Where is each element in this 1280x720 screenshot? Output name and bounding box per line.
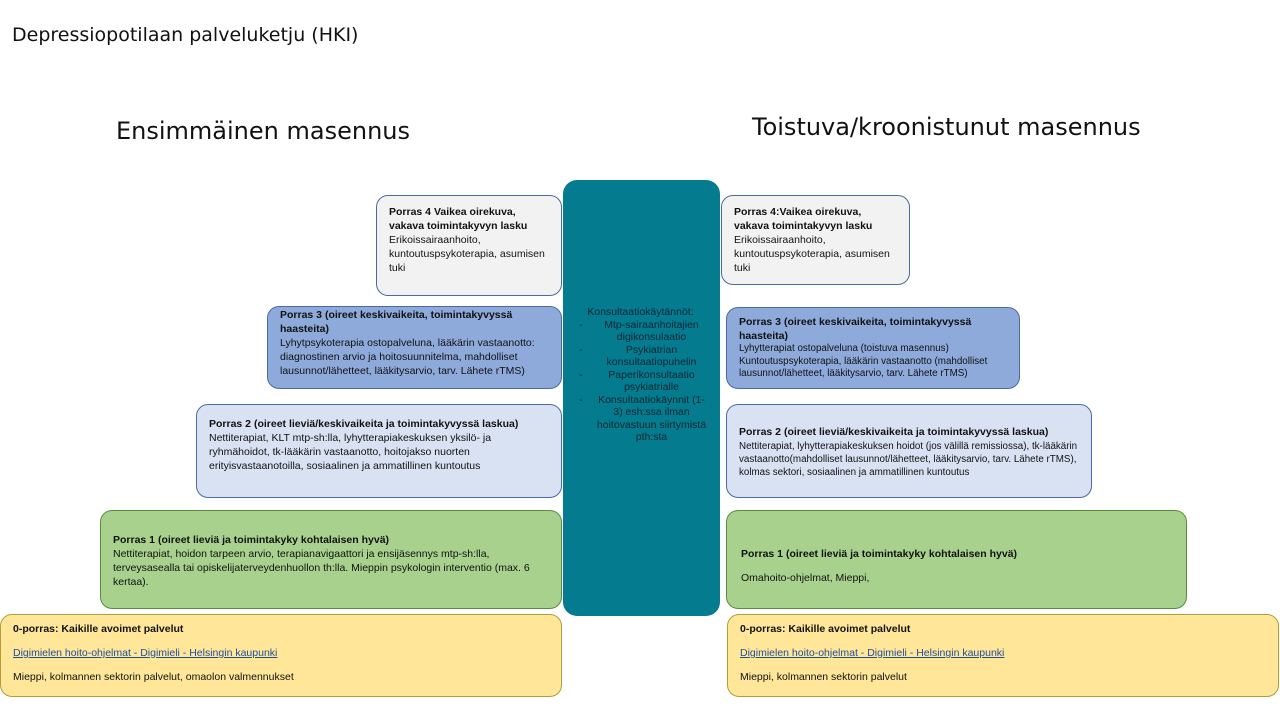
right-digimieli-link[interactable]: Digimielen hoito-ohjelmat - Digimieli - … xyxy=(740,647,1005,659)
right-porras-0-body: Mieppi, kolmannen sektorin palvelut xyxy=(740,671,907,683)
left-porras-4-header: Porras 4 Vaikea oirekuva, vakava toimint… xyxy=(389,206,528,232)
left-porras-1-box: Porras 1 (oireet lieviä ja toimintakyky … xyxy=(100,510,562,609)
right-porras-4-box: Porras 4:Vaikea oirekuva, vakava toimint… xyxy=(721,195,910,285)
right-porras-0-box: 0-porras: Kaikille avoimet palvelut Digi… xyxy=(727,614,1279,697)
left-porras-0-box: 0-porras: Kaikille avoimet palvelut Digi… xyxy=(0,614,562,697)
left-porras-2-box: Porras 2 (oireet lieviä/keskivaikeita ja… xyxy=(196,404,562,498)
right-porras-1-body: Omahoito-ohjelmat, Mieppi, xyxy=(741,572,870,584)
left-porras-2-header: Porras 2 (oireet lieviä/keskivaikeita ja… xyxy=(209,418,519,430)
right-porras-2-header: Porras 2 (oireet lieviä/keskivaikeita ja… xyxy=(739,426,1049,438)
left-porras-4-body: Erikoissairaanhoito, kuntoutuspsykoterap… xyxy=(389,234,545,274)
consultation-item: Paperikonsultaatio psykiatrialle xyxy=(573,369,714,394)
right-porras-1-box: Porras 1 (oireet lieviä ja toimintakyky … xyxy=(726,510,1187,609)
right-porras-4-header: Porras 4:Vaikea oirekuva, vakava toimint… xyxy=(734,206,873,232)
right-porras-0-header: 0-porras: Kaikille avoimet palvelut xyxy=(740,623,911,635)
left-porras-3-header: Porras 3 (oireet keskivaikeita, toiminta… xyxy=(280,309,513,335)
right-porras-3-line1: Lyhytterapiat ostopalveluna (toistuva ma… xyxy=(739,343,949,354)
left-porras-0-body: Mieppi, kolmannen sektorin palvelut, oma… xyxy=(13,671,294,683)
left-porras-1-header: Porras 1 (oireet lieviä ja toimintakyky … xyxy=(113,534,390,546)
left-digimieli-link[interactable]: Digimielen hoito-ohjelmat - Digimieli - … xyxy=(13,647,278,659)
left-porras-0-header: 0-porras: Kaikille avoimet palvelut xyxy=(13,623,184,635)
consultation-item: Psykiatrian konsultaatiopuhelin xyxy=(573,344,714,369)
left-heading: Ensimmäinen masennus xyxy=(116,117,410,145)
right-porras-1-header: Porras 1 (oireet lieviä ja toimintakyky … xyxy=(741,548,1018,560)
left-porras-1-body: Nettiterapiat, hoidon tarpeen arvio, ter… xyxy=(113,548,530,588)
consultation-item: Konsultaatiokäynnit (1-3) esh:ssa ilman … xyxy=(573,394,714,444)
right-porras-2-body: Nettiterapiat, lyhytterapiakeskuksen hoi… xyxy=(739,441,1078,478)
left-porras-3-body: Lyhytpsykoterapia ostopalveluna, lääkäri… xyxy=(280,337,535,377)
left-porras-4-box: Porras 4 Vaikea oirekuva, vakava toimint… xyxy=(376,195,562,296)
left-porras-3-box: Porras 3 (oireet keskivaikeita, toiminta… xyxy=(267,306,562,389)
consultation-item: Mtp-sairaanhoitajien digikonsulaatio xyxy=(573,319,714,344)
consultation-column: Konsultaatiokäytännöt: Mtp-sairaanhoitaj… xyxy=(563,180,720,616)
right-porras-3-body: Kuntoutuspsykoterapia, lääkärin vastaano… xyxy=(739,355,988,380)
right-porras-3-header: Porras 3 (oireet keskivaikeita, toiminta… xyxy=(739,316,972,342)
left-porras-2-body: Nettiterapiat, KLT mtp-sh:lla, lyhyttera… xyxy=(209,432,492,472)
right-porras-4-body: Erikoissairaanhoito, kuntoutuspsykoterap… xyxy=(734,234,890,274)
right-porras-3-box: Porras 3 (oireet keskivaikeita, toiminta… xyxy=(726,307,1020,389)
right-heading: Toistuva/kroonistunut masennus xyxy=(752,113,1141,141)
consultation-heading: Konsultaatiokäytännöt: xyxy=(587,306,694,318)
right-porras-2-box: Porras 2 (oireet lieviä/keskivaikeita ja… xyxy=(726,404,1092,498)
consultation-list: Mtp-sairaanhoitajien digikonsulaatio Psy… xyxy=(573,319,714,444)
page-title: Depressiopotilaan palveluketju (HKI) xyxy=(12,24,359,46)
